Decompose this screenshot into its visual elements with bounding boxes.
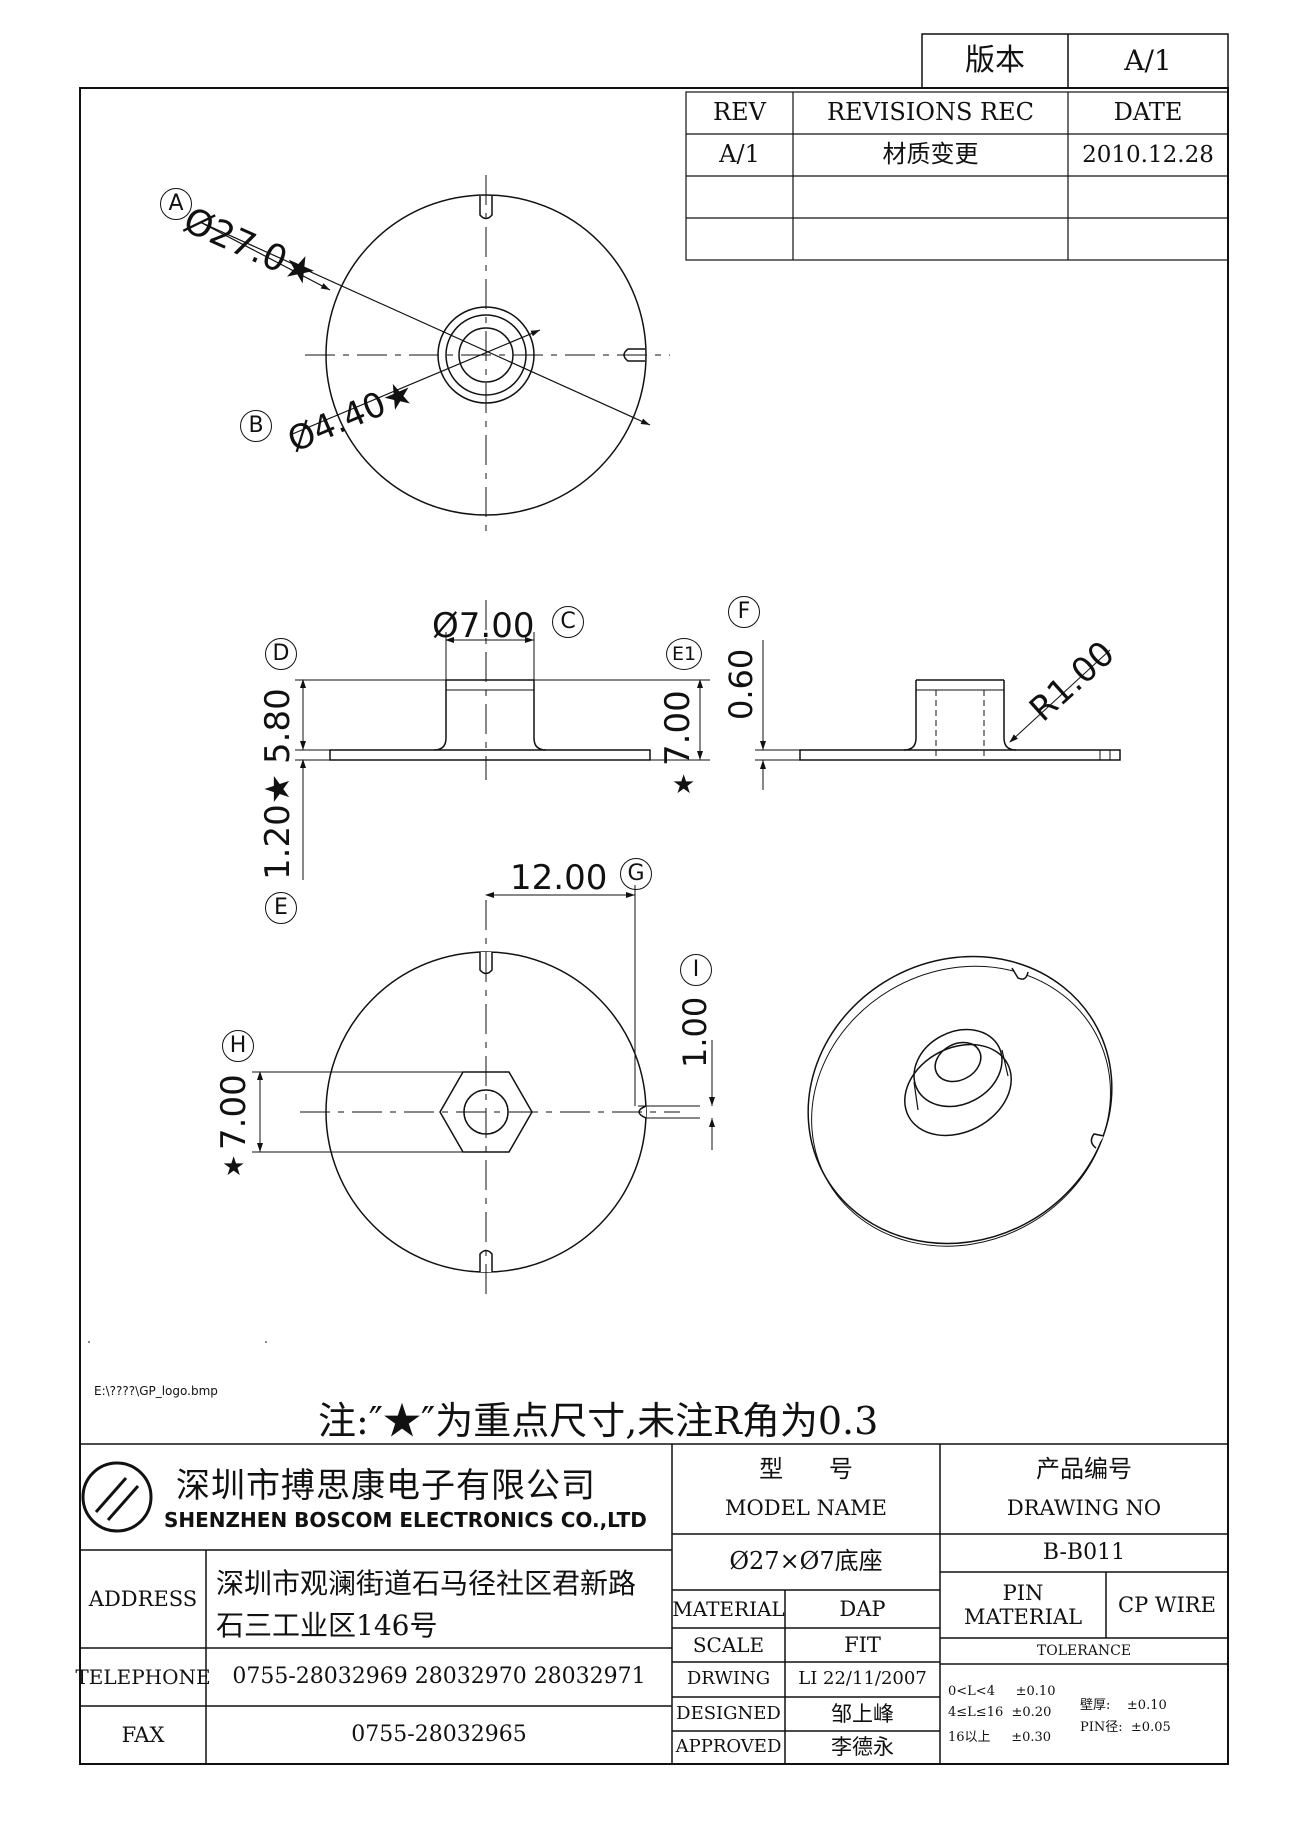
drwing-label: DRWING [686,1668,771,1690]
key-dimension-star-h: ★ [222,1152,246,1182]
callout-d-mark: D [265,638,297,670]
sheet-border [79,87,1229,1765]
material-label: MATERIAL [672,1596,785,1621]
isometric-view [807,955,1113,1247]
tolerance-line-2: 4≤L≤16 ±0.20 [948,1705,1052,1720]
callout-c-mark: C [552,606,584,638]
tolerance-wall: 壁厚: ±0.10 [1080,1698,1167,1713]
company-name-en: SHENZHEN BOSCOM ELECTRONICS CO.,LTD [164,1508,647,1532]
callout-i-mark: I [680,954,712,986]
tolerance-pin: PIN径: ±0.05 [1080,1720,1171,1735]
pin-material-label: PIN MATERIAL [963,1580,1083,1629]
model-label-en: MODEL NAME [725,1495,887,1520]
callout-a-mark: A [160,188,192,220]
approved-label: APPROVED [675,1736,782,1758]
telephone-label: TELEPHONE [75,1664,211,1689]
revisions-rec-header: REVISIONS REC [826,98,1035,127]
approved-value: 李德永 [831,1735,894,1760]
address-line-2: 石三工业区146号 [216,1609,438,1642]
tolerance-line-3: 16以上 ±0.30 [948,1730,1052,1745]
model-label-cn: 型 号 [759,1455,853,1484]
drawing-no-label-cn: 产品编号 [1036,1455,1132,1484]
tolerance-line-1: 0<L<4 ±0.10 [948,1684,1056,1699]
designed-value: 邹上峰 [831,1701,894,1726]
version-value: A/1 [1124,43,1172,77]
revisions-rec-cell: 材质变更 [882,140,979,169]
key-dimension-star-e1: ★ [672,770,696,800]
dimension-h: 7.00 [214,1074,254,1150]
dimension-c: Ø7.00 [432,606,535,646]
address-line-1: 深圳市观澜街道石马径社区君新路 [216,1567,637,1600]
dimension-g: 12.00 [510,858,608,898]
dimension-e1: 7.00 [658,690,698,766]
telephone-value: 0755-28032969 28032970 28032971 [232,1664,646,1690]
version-box-frame [921,33,1229,89]
scale-value: FIT [844,1632,881,1657]
side-view [755,640,1121,790]
rev-cell: A/1 [719,140,760,169]
bottom-view [252,885,715,1300]
callout-e1-mark: E1 [666,638,702,670]
callout-f-mark: F [728,596,760,628]
scale-label: SCALE [692,1632,765,1657]
date-cell: 2010.12.28 [1082,141,1214,168]
pin-material-value: CP WIRE [1118,1592,1216,1617]
material-value: DAP [839,1596,886,1621]
callout-b-mark: B [240,410,272,442]
date-header: DATE [1113,98,1183,127]
fax-value: 0755-28032965 [351,1722,527,1748]
model-value: Ø27×Ø7底座 [729,1547,883,1576]
drawing-note: 注:″★″为重点尺寸,未注R角为0.3 [318,1399,879,1443]
callout-h-mark: H [222,1030,254,1062]
tolerance-label: TOLERANCE [1036,1642,1132,1659]
drawing-no-label-en: DRAWING NO [1006,1495,1162,1520]
address-label: ADDRESS [88,1586,198,1611]
designed-label: DESIGNED [676,1702,781,1724]
dimension-i: 1.00 [676,996,714,1068]
drawing-no-value: B-B011 [1042,1540,1126,1566]
company-name-cn: 深圳市搏思康电子有限公司 [176,1466,596,1506]
company-logo [81,1461,153,1533]
rev-header: REV [713,98,766,127]
dimension-e: 1.20★ [258,773,298,880]
title-block-grid [80,1443,1228,1764]
logo-file-path: E:\????\GP_logo.bmp [94,1384,218,1398]
fax-label: FAX [121,1722,165,1747]
revisions-table-grid [685,91,1229,261]
callout-e-mark: E [265,892,297,924]
top-view [199,175,670,535]
front-view [295,600,710,880]
dimension-f: 0.60 [722,648,760,720]
drwing-value: LI 22/11/2007 [798,1668,927,1690]
dimension-d: 5.80 [258,688,298,764]
version-label: 版本 [965,42,1025,78]
callout-g-mark: G [620,858,652,890]
